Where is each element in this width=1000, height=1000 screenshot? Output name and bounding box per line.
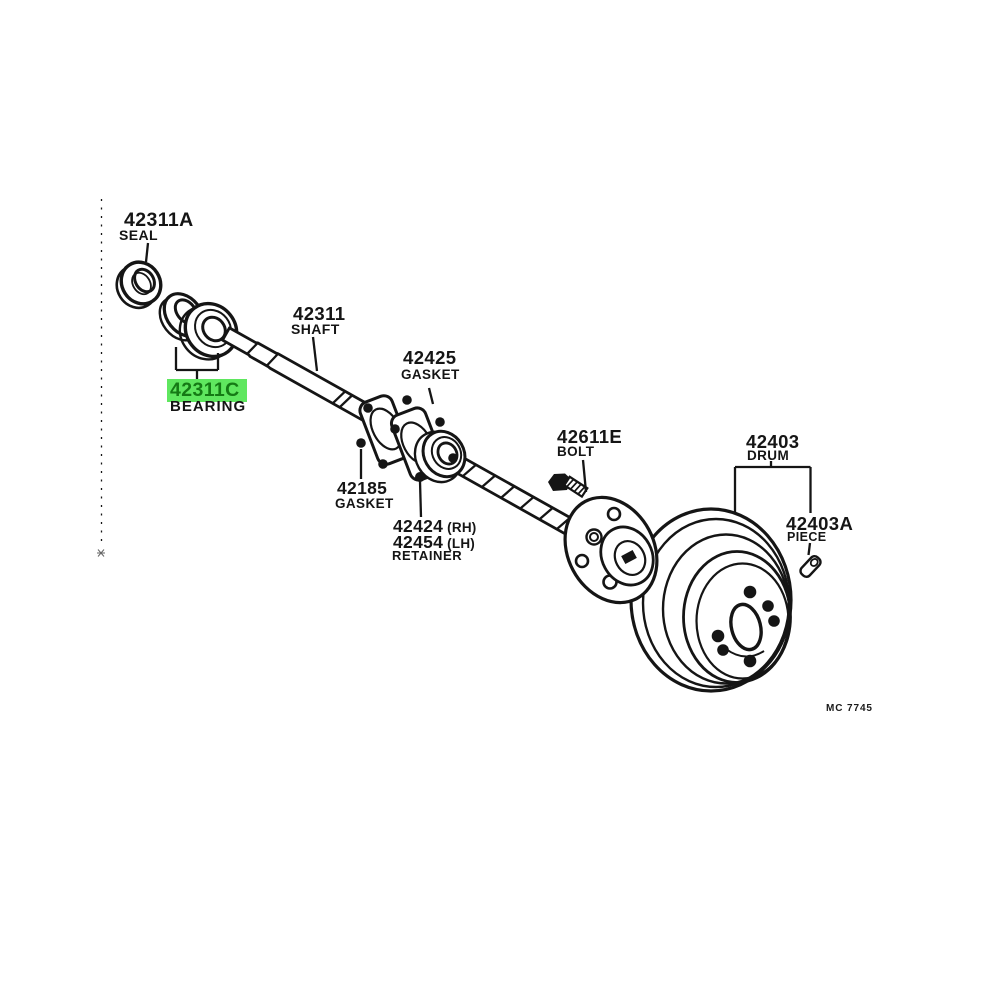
part-label-42425[interactable]: 42425 [403,347,457,368]
part-label-42403[interactable]: 42403 [746,431,800,452]
part-number[interactable]: 42454 [393,532,444,552]
figure-code: MC 7745 [826,703,873,714]
side-rh: (RH) [447,520,477,535]
part-number[interactable]: 42424 [393,516,444,536]
part-name-retainer: RETAINER [392,548,463,563]
retainer-gaskets-drawing [356,394,467,484]
part-label-42611e[interactable]: 42611E [557,426,623,447]
part-name-bolt: BOLT [557,444,595,459]
dashed-margin-line [97,199,105,557]
brake-drum-drawing [629,507,793,693]
side-lh: (LH) [447,536,475,551]
part-label-42424-rh[interactable]: 42424 (RH) [393,516,477,536]
axle-flange-drawing [563,495,659,605]
leader-lines [144,242,812,556]
part-label-42454-lh[interactable]: 42454 (LH) [393,532,475,552]
part-name-gasket-42185: GASKET [335,496,394,511]
part-label-42311a[interactable]: 42311A [124,209,194,231]
part-name-piece: PIECE [787,530,827,544]
part-label-42403a[interactable]: 42403A [786,513,854,534]
part-name-bearing: BEARING [170,398,247,415]
part-name-seal: SEAL [119,227,158,243]
bolt-hole-dots [356,395,458,482]
lug-holes [711,585,780,668]
part-name-shaft: SHAFT [291,321,340,337]
part-label-42185[interactable]: 42185 [337,478,388,498]
part-name-drum: DRUM [747,448,790,463]
part-name-gasket-42425: GASKET [401,367,460,382]
piece-drawing [799,554,822,579]
bearing-drawing [158,292,239,361]
highlight-box-42311c [167,379,247,402]
seal-drawing [115,260,163,310]
part-label-42311[interactable]: 42311 [293,303,346,324]
part-label-42311c-highlighted[interactable]: 42311C [170,379,240,401]
bolt-drawing [548,473,589,499]
